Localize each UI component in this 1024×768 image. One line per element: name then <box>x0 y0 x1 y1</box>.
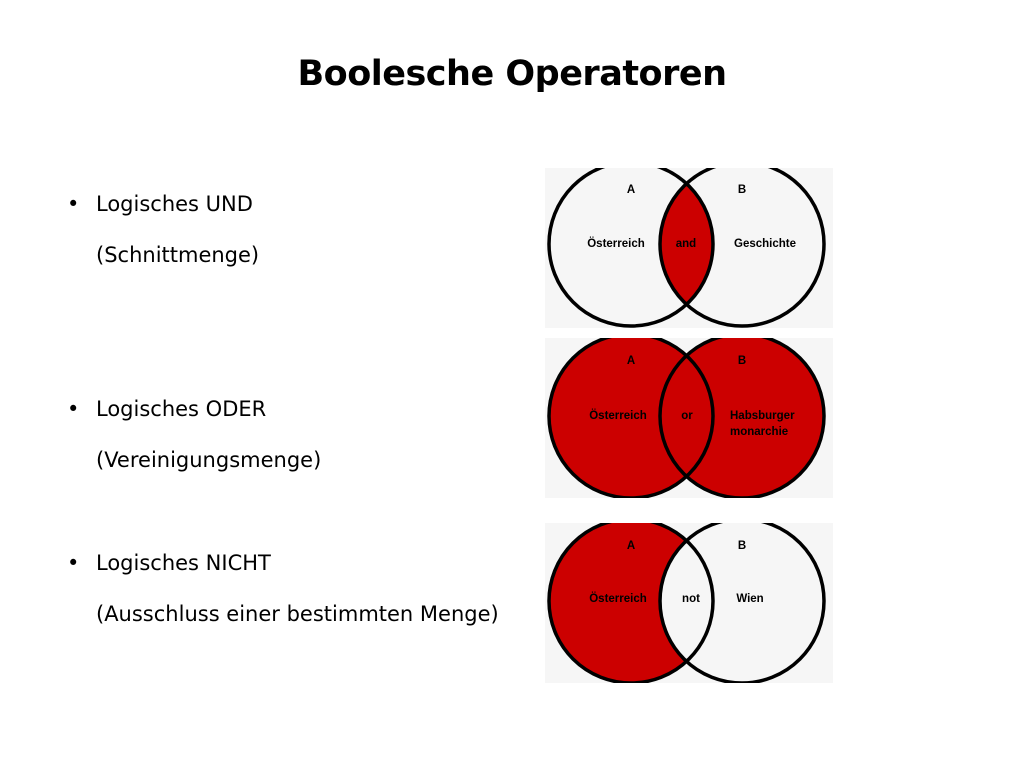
bullet-label-text: Logisches ODER <box>96 397 267 421</box>
bullet-dot-icon: • <box>67 192 80 216</box>
venn-circle-a-outline <box>547 523 715 683</box>
venn-circle-a-outline <box>547 168 715 328</box>
venn-operator-label: not <box>682 593 700 605</box>
bullet-sub-and: (Schnittmenge) <box>96 243 260 267</box>
venn-circle-b-outline <box>658 523 826 683</box>
venn-set-b-label: B <box>738 355 746 367</box>
bullet-label-text: Logisches UND <box>96 192 253 216</box>
bullet-item-not: • Logisches NICHT (Ausschluss einer best… <box>62 549 542 628</box>
bullet-label-or: • Logisches ODER <box>62 395 542 423</box>
venn-operator-label: or <box>681 410 693 422</box>
venn-circle-b-outline <box>658 168 826 328</box>
bullet-item-and: • Logisches UND (Schnittmenge) <box>62 190 542 269</box>
bullet-list: • Logisches UND (Schnittmenge) • Logisch… <box>62 0 542 768</box>
bullet-sub-not: (Ausschluss einer bestimmten Menge) <box>96 602 499 626</box>
venn-set-b-label: B <box>738 540 746 552</box>
venn-and-svg: A B Österreich and Geschichte <box>547 168 826 328</box>
venn-operator-label: and <box>676 238 696 250</box>
venn-set-a-label: A <box>627 540 635 552</box>
bullet-item-or: • Logisches ODER (Vereinigungsmenge) <box>62 395 542 474</box>
venn-set-b-label: B <box>738 184 746 196</box>
venn-term-a: Österreich <box>589 592 647 605</box>
venn-diagram-or: A B Österreich or Habsburger monarchie <box>545 338 833 498</box>
venn-circle-a-outline <box>547 338 715 498</box>
bullet-dot-icon: • <box>67 397 80 421</box>
bullet-label-not: • Logisches NICHT <box>62 549 542 577</box>
bullet-label-text: Logisches NICHT <box>96 551 271 575</box>
venn-set-a-label: A <box>627 184 635 196</box>
venn-set-a-label: A <box>627 355 635 367</box>
bullet-label-and: • Logisches UND <box>62 190 542 218</box>
bullet-dot-icon: • <box>67 551 80 575</box>
venn-or-svg: A B Österreich or Habsburger monarchie <box>547 338 826 498</box>
venn-not-svg: A B Österreich not Wien <box>547 523 826 683</box>
venn-term-a: Österreich <box>589 409 647 422</box>
slide-title: Boolesche Operatoren <box>297 54 727 94</box>
venn-circle-b-outline <box>658 338 826 498</box>
venn-term-b-line: Habsburger <box>730 410 795 422</box>
venn-term-b-line: monarchie <box>730 426 788 438</box>
venn-diagram-not: A B Österreich not Wien <box>545 523 833 683</box>
venn-term-a: Österreich <box>587 237 645 250</box>
venn-term-b-line: Wien <box>736 593 763 605</box>
venn-term-b-line: Geschichte <box>734 238 796 250</box>
venn-diagram-and: A B Österreich and Geschichte <box>545 168 833 328</box>
bullet-sub-or: (Vereinigungsmenge) <box>96 448 322 472</box>
